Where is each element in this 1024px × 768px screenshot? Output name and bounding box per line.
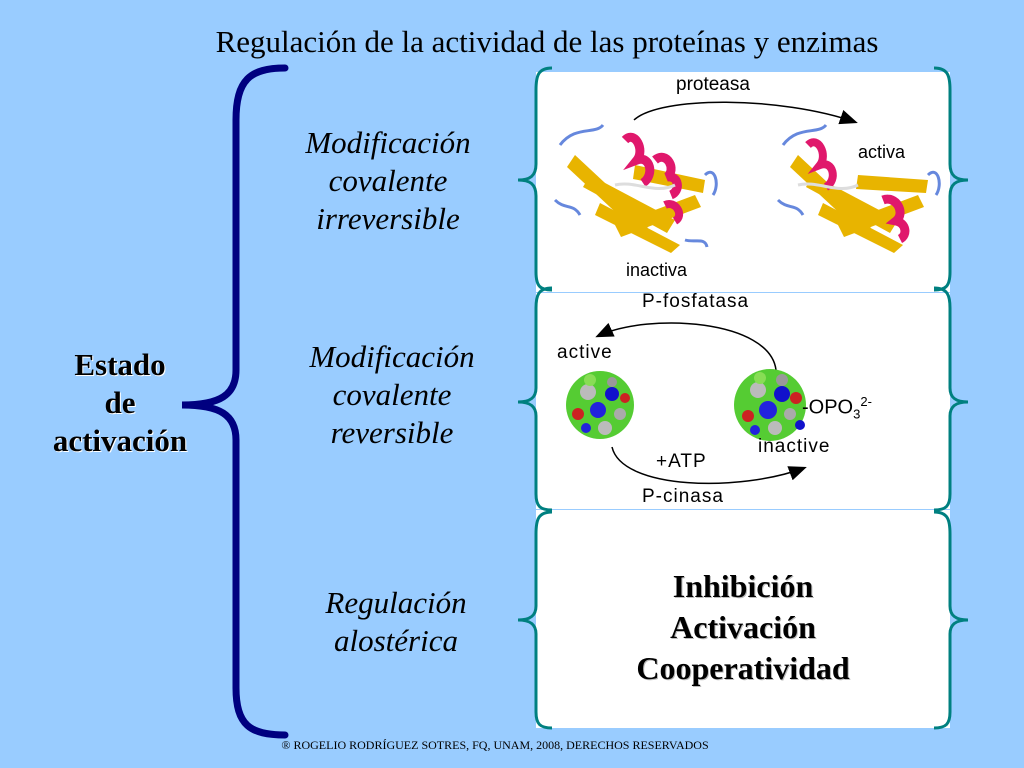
- panel1-right-brace: [933, 66, 969, 292]
- inactive-label-reversible: inactive: [758, 436, 831, 457]
- panel-allosteric: [536, 510, 950, 728]
- category-reversible-line-3: reversible: [330, 415, 454, 450]
- copyright-footer: ® ROGELIO RODRÍGUEZ SOTRES, FQ, UNAM, 20…: [281, 738, 709, 752]
- protein-ribbon-active: [776, 123, 941, 253]
- panel1-left-brace: [517, 66, 553, 292]
- protein-spacefill-active: [566, 371, 634, 439]
- category-irreversible: Modificación covalente irreversible: [278, 124, 498, 238]
- protease-label: proteasa: [676, 74, 750, 95]
- effect-cooperativity: Cooperatividad: [636, 650, 850, 686]
- active-label-irreversible: activa: [858, 142, 906, 162]
- phosphate-group-text: -OPO: [802, 396, 854, 419]
- category-reversible-line-1: Modificación: [309, 339, 475, 374]
- allosteric-effects: Inhibición Activación Cooperatividad: [590, 566, 896, 689]
- state-line-2: de: [104, 385, 136, 420]
- phosphate-group-label: -OPO32-: [802, 394, 872, 422]
- phosphatase-arrow: [595, 322, 777, 371]
- panel2-left-brace: [517, 286, 553, 512]
- phosphatase-label: P-fosfatasa: [642, 291, 750, 312]
- kinase-arrow: [611, 446, 807, 485]
- slide-title: Regulación de la actividad de las proteí…: [215, 24, 879, 59]
- category-irreversible-line-3: irreversible: [316, 201, 460, 236]
- panel2-right-brace: [933, 286, 969, 512]
- big-left-brace: [181, 64, 289, 739]
- category-allosteric-line-2: alostérica: [334, 623, 458, 658]
- protease-arrow: [633, 101, 858, 125]
- protein-ribbon-inactive: [553, 123, 718, 253]
- state-line-1: Estado: [74, 347, 166, 382]
- category-allosteric: Regulación alostérica: [286, 584, 506, 660]
- active-label-reversible: active: [557, 342, 613, 363]
- category-irreversible-line-1: Modificación: [305, 125, 471, 160]
- effect-inhibition: Inhibición: [672, 568, 814, 604]
- activation-state-label: Estado de activación: [20, 346, 220, 460]
- state-line-3: activación: [52, 423, 188, 458]
- inactive-label-irreversible: inactiva: [626, 260, 688, 280]
- atp-label: +ATP: [656, 451, 707, 472]
- phosphate-group-superscript: 2-: [860, 394, 872, 409]
- category-reversible: Modificación covalente reversible: [282, 338, 502, 452]
- kinase-label: P-cinasa: [642, 486, 724, 507]
- category-reversible-line-2: covalente: [332, 377, 452, 412]
- category-irreversible-line-2: covalente: [328, 163, 448, 198]
- protein-spacefill-inactive: [734, 369, 806, 441]
- panel3-right-brace: [933, 510, 969, 730]
- phosphate-group-subscript: 3: [853, 406, 861, 422]
- category-allosteric-line-1: Regulación: [325, 585, 467, 620]
- effect-activation: Activación: [670, 609, 816, 645]
- panel3-left-brace: [517, 510, 553, 730]
